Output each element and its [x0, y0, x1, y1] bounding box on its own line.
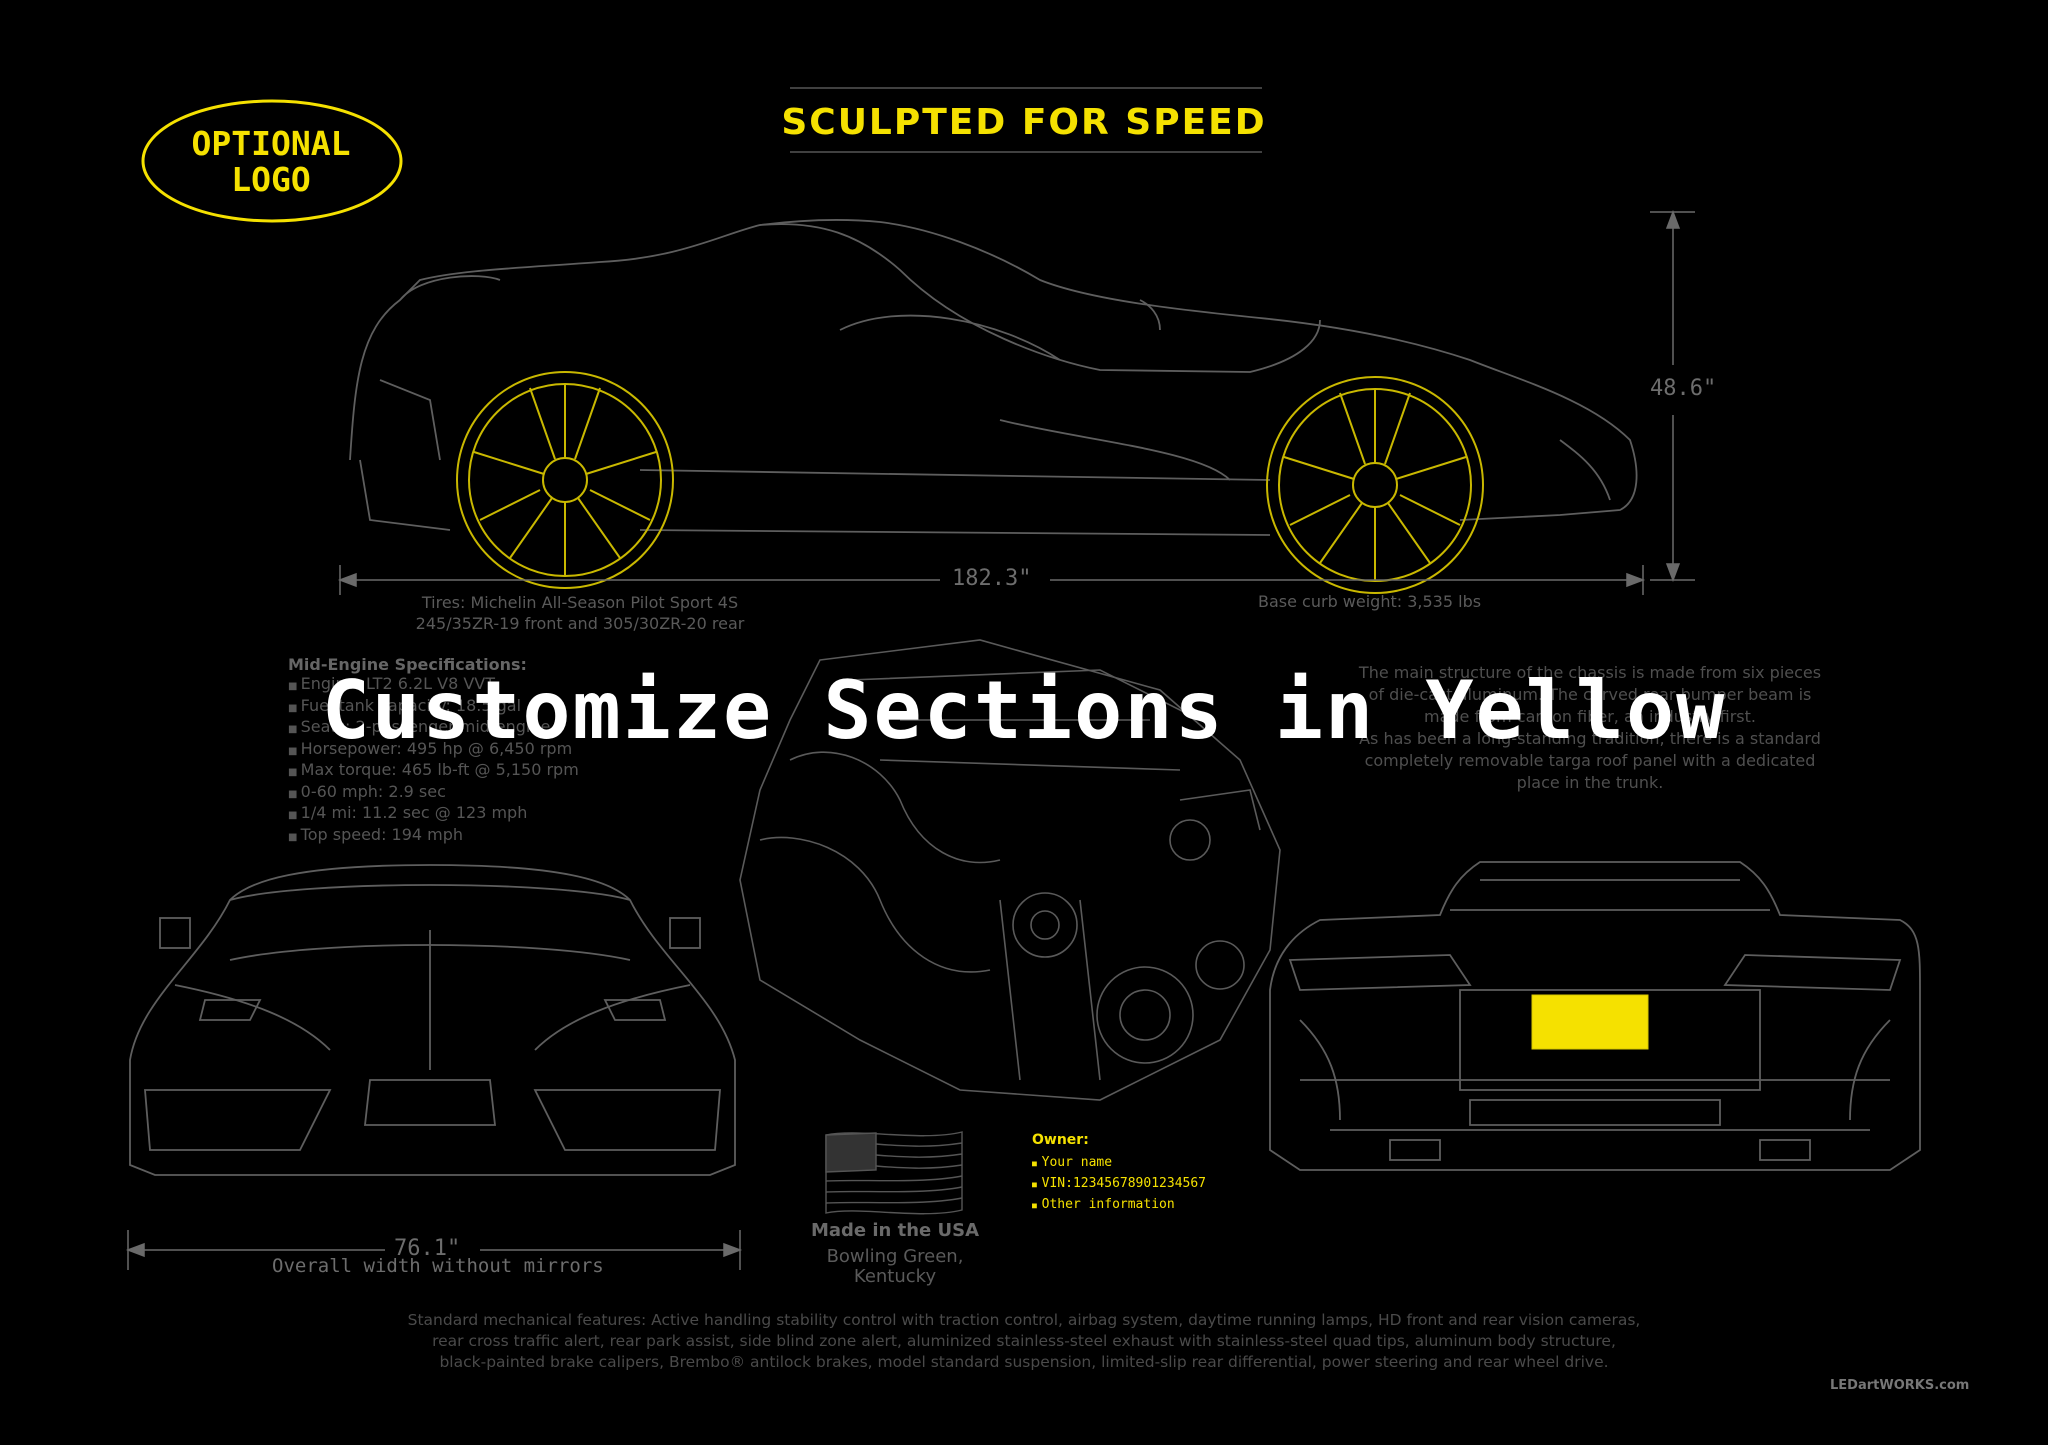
spec-item: 0-60 mph: 2.9 sec: [288, 782, 579, 805]
owner-item: Other information: [1032, 1195, 1206, 1216]
tires-line-2: 245/35ZR-19 front and 305/30ZR-20 rear: [415, 614, 745, 633]
tires-info: Tires: Michelin All-Season Pilot Sport 4…: [360, 592, 800, 634]
logo-line-1: OPTIONAL: [191, 124, 351, 163]
engine-drawing: [739, 639, 1281, 1101]
footer-line: Standard mechanical features: Active han…: [407, 1311, 1641, 1329]
width-caption: Overall width without mirrors: [272, 1255, 604, 1277]
height-dimension-label: 48.6": [1650, 376, 1717, 401]
optional-logo: OPTIONAL LOGO: [140, 126, 402, 198]
spec-item: Engine: LT2 6.2L V8 VVT: [288, 674, 579, 697]
customize-overlay-text: Customize Sections in Yellow: [321, 664, 1727, 757]
rear-wheel: [456, 371, 674, 589]
spec-item: Top speed: 194 mph: [288, 825, 579, 848]
owner-item: Your name: [1032, 1153, 1206, 1174]
logo-ellipse: [141, 99, 403, 223]
us-flag-icon: [825, 1131, 963, 1215]
chassis-line: As has been a long-standing tradition, t…: [1359, 729, 1821, 748]
spec-item: Max torque: 465 lb-ft @ 5,150 rpm: [288, 760, 579, 783]
spec-item: Horsepower: 495 hp @ 6,450 rpm: [288, 739, 579, 762]
spec-item: 1/4 mi: 11.2 sec @ 123 mph: [288, 803, 579, 826]
front-wheel: [1266, 376, 1484, 594]
made-in-title: Made in the USA: [810, 1220, 980, 1241]
brand-credit: LEDartWORKS.com: [1830, 1378, 1970, 1393]
chassis-line: The main structure of the chassis is mad…: [1358, 663, 1822, 682]
width-dimension-label: 76.1": [394, 1236, 461, 1261]
page-title: SCULPTED FOR SPEED: [781, 102, 1267, 143]
width-dimension-line: [125, 1230, 743, 1270]
chassis-line: completely removable targa roof panel wi…: [1364, 751, 1816, 770]
specs-list: Engine: LT2 6.2L V8 VVT Fuel tank capaci…: [288, 674, 579, 848]
length-dimension-line: [337, 565, 1646, 595]
made-in-line-1: Bowling Green,: [826, 1246, 964, 1267]
chassis-line: place in the trunk.: [1516, 773, 1664, 792]
footer-line: rear cross traffic alert, rear park assi…: [432, 1332, 1616, 1350]
owner-title: Owner:: [1032, 1132, 1089, 1148]
rear-view-car: [1269, 861, 1921, 1171]
specs-title: Mid-Engine Specifications:: [288, 655, 527, 674]
chassis-line: of die-cast aluminum. The curved rear bu…: [1368, 685, 1812, 704]
side-view-car: [349, 218, 1638, 536]
chassis-description: The main structure of the chassis is mad…: [1315, 662, 1865, 794]
chassis-line: made from carbon fiber, an industry firs…: [1424, 707, 1756, 726]
license-plate: [1531, 994, 1649, 1050]
owner-list: Your name VIN:12345678901234567 Other in…: [1032, 1153, 1206, 1216]
front-view-car: [129, 864, 736, 1176]
tires-line-1: Tires: Michelin All-Season Pilot Sport 4…: [421, 593, 739, 612]
curb-weight: Base curb weight: 3,535 lbs: [1258, 592, 1482, 611]
length-dimension-label: 182.3": [952, 566, 1032, 591]
footer-features: Standard mechanical features: Active han…: [250, 1310, 1798, 1373]
spec-item: Fuel tank capacity: 18.5 gal: [288, 696, 579, 719]
height-dimension-line: [1650, 209, 1695, 583]
spec-item: Seats: 2-passenger mid-engine: [288, 717, 579, 740]
made-in-location: Bowling Green, Kentucky: [775, 1247, 1015, 1287]
owner-item: VIN:12345678901234567: [1032, 1174, 1206, 1195]
footer-line: black-painted brake calipers, Brembo® an…: [439, 1353, 1609, 1371]
logo-line-2: LOGO: [231, 160, 311, 199]
made-in-line-2: Kentucky: [853, 1266, 937, 1287]
